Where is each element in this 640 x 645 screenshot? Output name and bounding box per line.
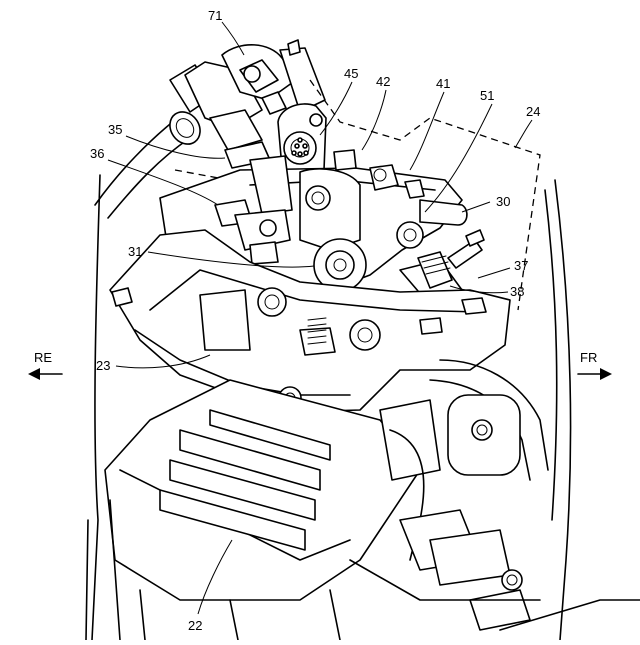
label-35: 35 xyxy=(108,122,122,137)
label-23: 23 xyxy=(96,358,110,373)
direction-indicator-right: FR xyxy=(578,350,612,380)
label-42: 42 xyxy=(376,74,390,89)
label-41: 41 xyxy=(436,76,450,91)
direction-label-left: RE xyxy=(34,350,52,365)
label-31: 31 xyxy=(128,244,142,259)
direction-indicator-left: RE xyxy=(28,350,62,380)
label-51: 51 xyxy=(480,88,494,103)
label-37: 37 xyxy=(514,258,528,273)
lower-fitting xyxy=(350,510,640,630)
label-45: 45 xyxy=(344,66,358,81)
cylinder-block-22 xyxy=(105,380,420,640)
label-24: 24 xyxy=(526,104,540,119)
label-71: 71 xyxy=(208,8,222,23)
shaft-31 xyxy=(314,239,366,291)
label-38: 38 xyxy=(510,284,524,299)
direction-label-right: FR xyxy=(580,350,597,365)
label-22: 22 xyxy=(188,618,202,633)
label-36: 36 xyxy=(90,146,104,161)
label-30: 30 xyxy=(496,194,510,209)
